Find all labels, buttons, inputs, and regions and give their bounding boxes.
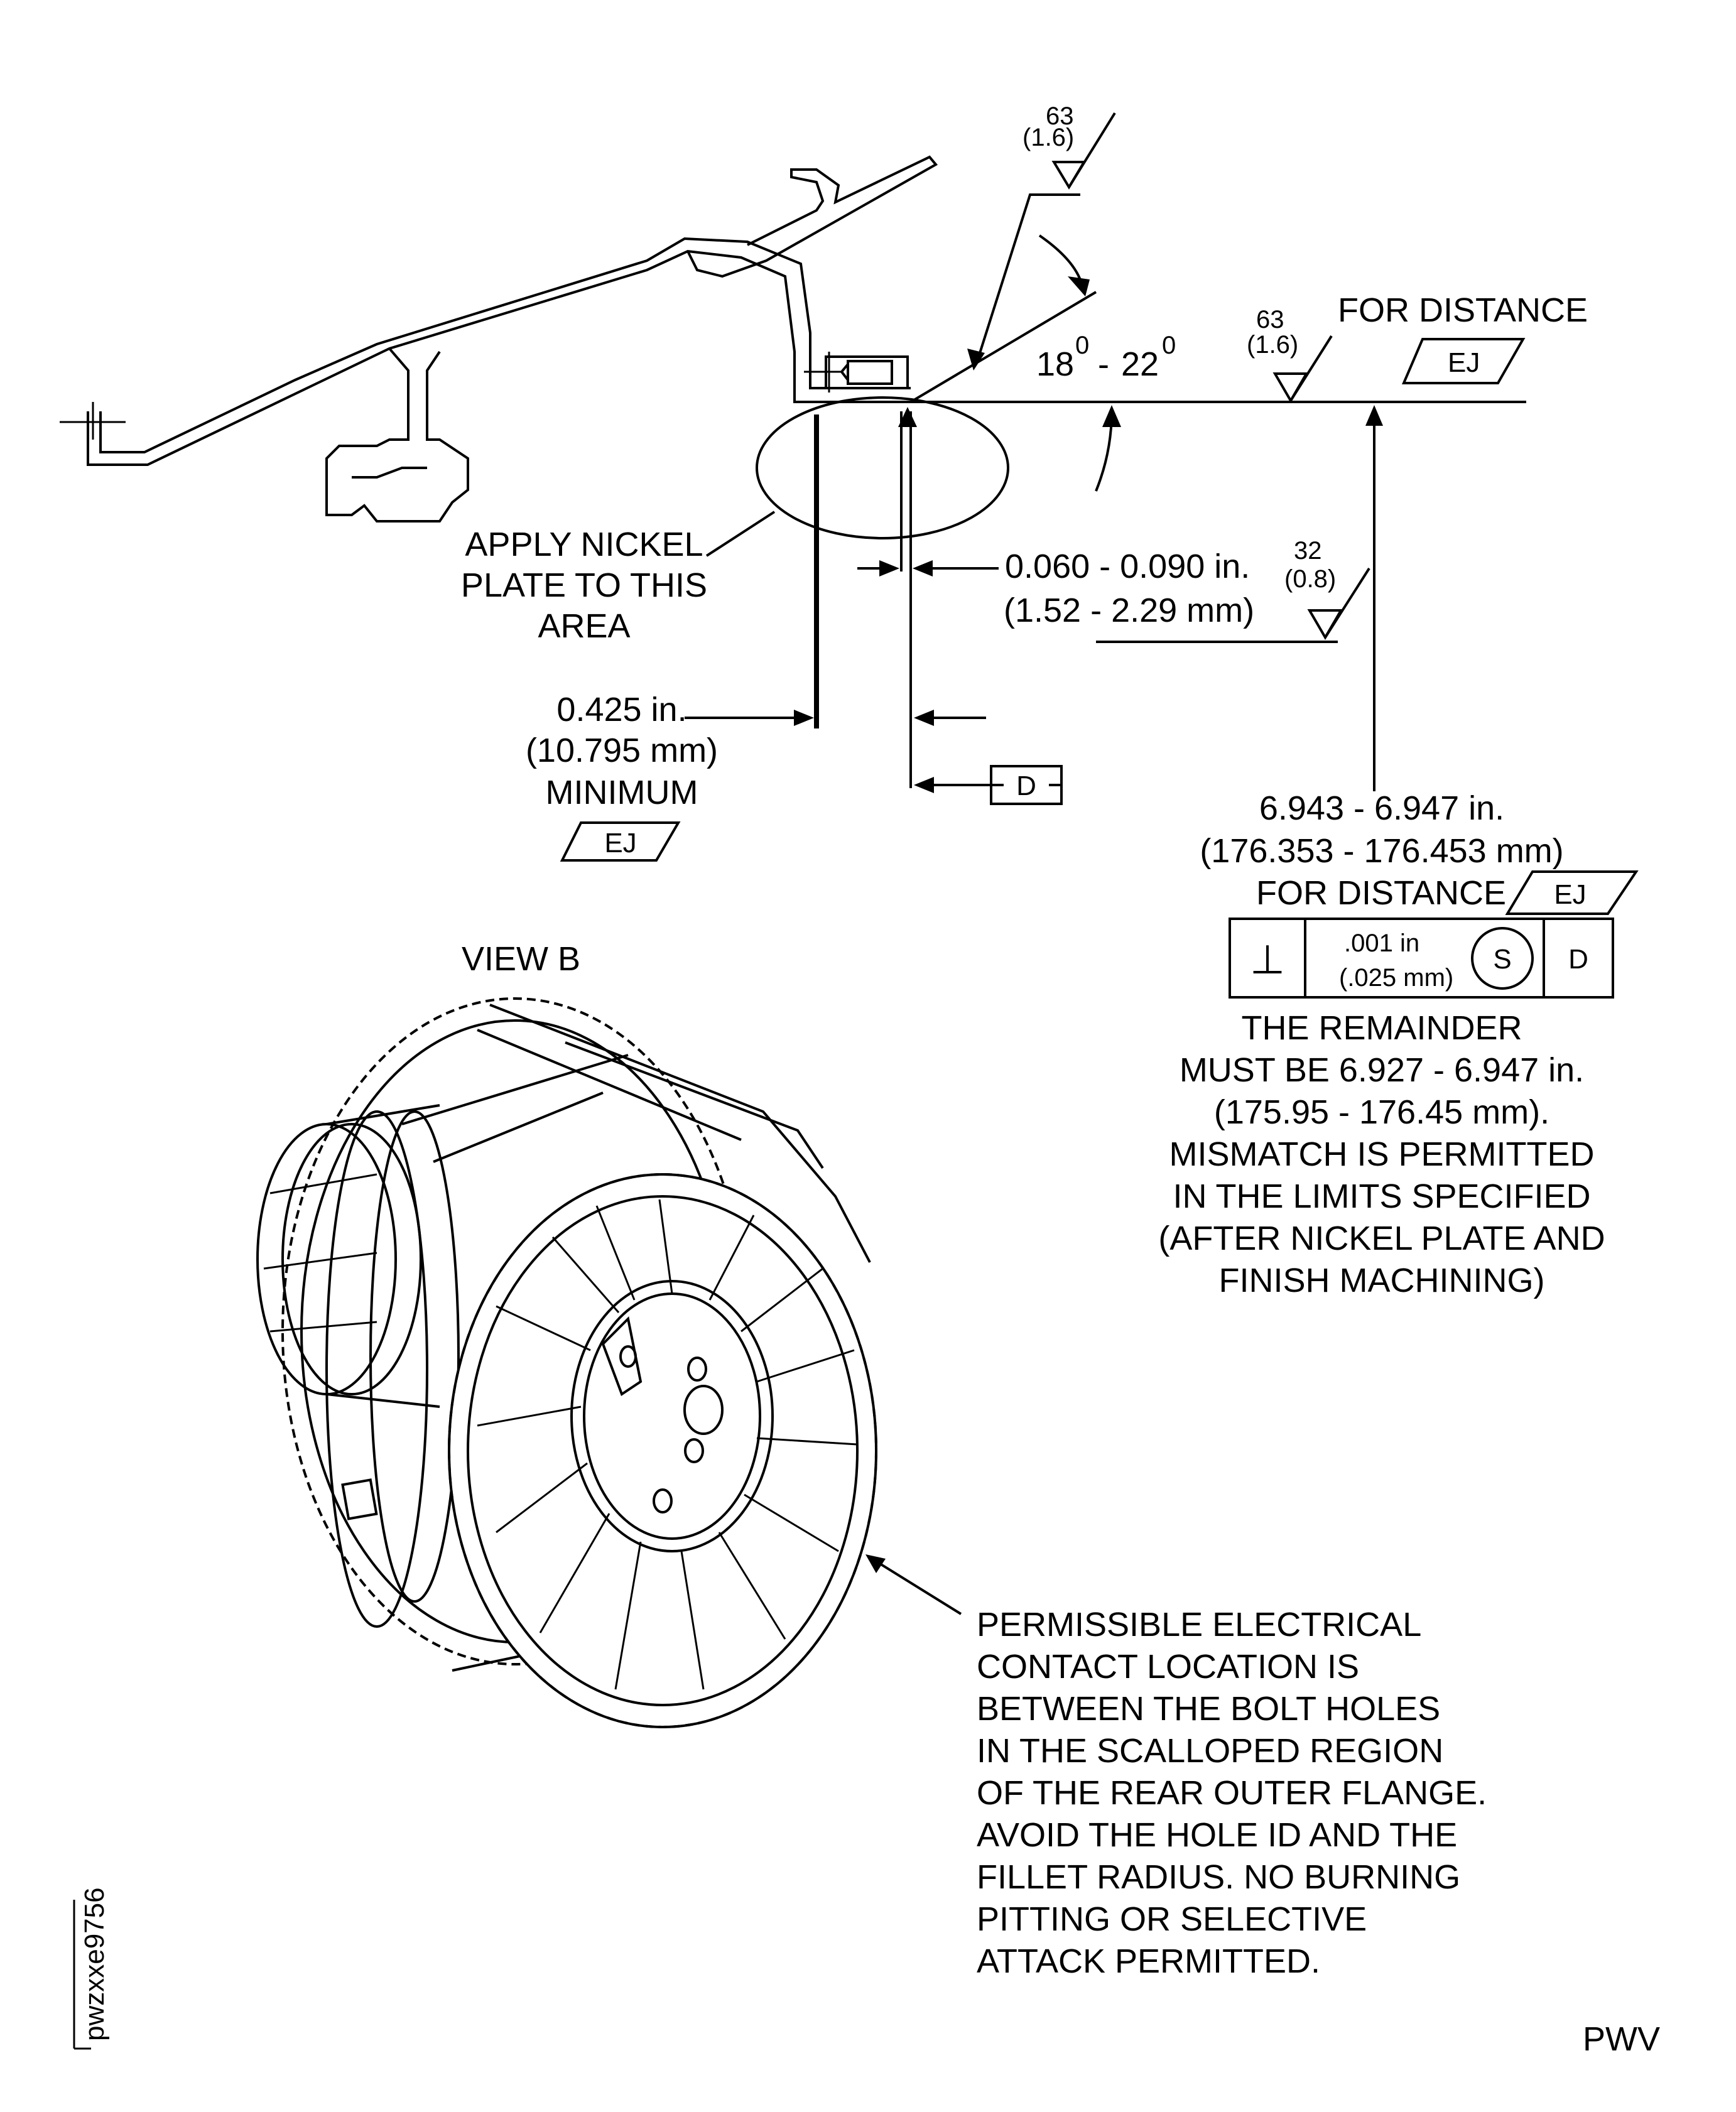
angle-high-deg: 0 xyxy=(1162,332,1176,359)
plate-thickness-inch: 0.060 - 0.090 in. xyxy=(1005,548,1250,585)
contact-line-5: OF THE REAR OUTER FLANGE. xyxy=(977,1774,1487,1812)
finish-bore-ra: 32 xyxy=(1294,537,1322,565)
angle-low-deg: 0 xyxy=(1075,332,1089,359)
remainder-line-6: (AFTER NICKEL PLATE AND xyxy=(1158,1220,1605,1257)
nickel-plate-note: APPLY NICKEL PLATE TO THIS AREA xyxy=(461,526,707,645)
nickel-note-line-1: APPLY NICKEL xyxy=(465,526,703,563)
datum-letter: D xyxy=(1016,771,1036,801)
min-dim-ref: EJ xyxy=(604,828,636,858)
tolerance-modifier: S xyxy=(1493,944,1511,975)
face-distance-note: FOR DISTANCE EJ xyxy=(1338,291,1588,384)
nickel-note-line-2: PLATE TO THIS xyxy=(461,566,707,604)
remainder-line-7: FINISH MACHINING) xyxy=(1219,1262,1545,1299)
tolerance-value-in: .001 in xyxy=(1344,929,1419,957)
distance-dim-ref: EJ xyxy=(1554,879,1586,910)
distance-dim-inch: 6.943 - 6.947 in. xyxy=(1259,789,1504,827)
surface-finish-top: 63 (1.6) xyxy=(1023,102,1116,190)
figure-code-text: pwzxxe9756 xyxy=(79,1887,110,2041)
surface-finish-bore: 32 (0.8) xyxy=(1284,537,1370,640)
feature-control-frame: ⊥ .001 in (.025 mm) S D xyxy=(1229,918,1614,999)
remainder-line-5: IN THE LIMITS SPECIFIED xyxy=(1173,1178,1590,1215)
view-label: VIEW B xyxy=(462,940,580,978)
finish-face-metric: (1.6) xyxy=(1247,331,1298,359)
face-distance-label: FOR DISTANCE xyxy=(1338,291,1588,329)
perpendicularity-symbol: ⊥ xyxy=(1250,937,1285,982)
plate-thickness-dim: 0.060 - 0.090 in. (1.52 - 2.29 mm) xyxy=(1004,548,1254,629)
distance-dim-mm: (176.353 - 176.453 mm) xyxy=(1200,832,1563,870)
finish-face-ra: 63 xyxy=(1256,306,1284,333)
finish-bore-metric: (0.8) xyxy=(1284,565,1336,593)
min-dim-inch: 0.425 in. xyxy=(556,691,686,728)
tolerance-value-mm: (.025 mm) xyxy=(1339,964,1453,992)
remainder-line-1: THE REMAINDER xyxy=(1241,1009,1522,1047)
source-mark: PWV xyxy=(1583,2020,1660,2058)
contact-line-1: PERMISSIBLE ELECTRICAL xyxy=(977,1606,1421,1644)
angle-high: 22 xyxy=(1121,345,1159,383)
remainder-line-2: MUST BE 6.927 - 6.947 in. xyxy=(1180,1051,1584,1089)
minimum-dim: 0.425 in. (10.795 mm) MINIMUM EJ xyxy=(526,691,718,862)
tolerance-datum: D xyxy=(1568,944,1588,975)
finish-top-ra: 63 xyxy=(1046,102,1074,130)
dimension-lines xyxy=(685,193,1526,1615)
distance-dim: 6.943 - 6.947 in. (176.353 - 176.453 mm)… xyxy=(1200,789,1639,915)
angle-dash: - xyxy=(1098,345,1109,383)
angle-callout: 18 0 - 22 0 xyxy=(1036,332,1176,383)
contact-line-2: CONTACT LOCATION IS xyxy=(977,1648,1359,1686)
datum-feature: D xyxy=(990,765,1063,805)
figure-code: pwzxxe9756 xyxy=(73,1887,110,2050)
distance-dim-label: FOR DISTANCE xyxy=(1256,874,1506,912)
finish-top-metric: (1.6) xyxy=(1023,124,1074,151)
part-cross-section xyxy=(60,155,938,523)
contact-line-8: PITTING OR SELECTIVE xyxy=(977,1900,1367,1938)
case-isometric-illustration xyxy=(256,997,877,1728)
min-dim-label: MINIMUM xyxy=(546,774,698,811)
plate-thickness-mm: (1.52 - 2.29 mm) xyxy=(1004,592,1254,629)
contact-line-3: BETWEEN THE BOLT HOLES xyxy=(977,1690,1440,1728)
remainder-line-4: MISMATCH IS PERMITTED xyxy=(1169,1135,1594,1173)
nickel-note-line-3: AREA xyxy=(538,607,630,645)
min-dim-mm: (10.795 mm) xyxy=(526,732,718,769)
contact-line-6: AVOID THE HOLE ID AND THE xyxy=(977,1816,1457,1854)
surface-finish-face: 63 (1.6) xyxy=(1247,306,1333,403)
remainder-line-3: (175.95 - 176.45 mm). xyxy=(1214,1093,1549,1131)
contact-note: PERMISSIBLE ELECTRICAL CONTACT LOCATION … xyxy=(977,1606,1487,1980)
contact-line-7: FILLET RADIUS. NO BURNING xyxy=(977,1858,1460,1896)
contact-line-4: IN THE SCALLOPED REGION xyxy=(977,1732,1443,1770)
angle-low: 18 xyxy=(1036,345,1074,383)
face-distance-ref: EJ xyxy=(1448,347,1480,378)
remainder-note: THE REMAINDER MUST BE 6.927 - 6.947 in. … xyxy=(1158,1009,1605,1299)
contact-line-9: ATTACK PERMITTED. xyxy=(977,1942,1320,1980)
